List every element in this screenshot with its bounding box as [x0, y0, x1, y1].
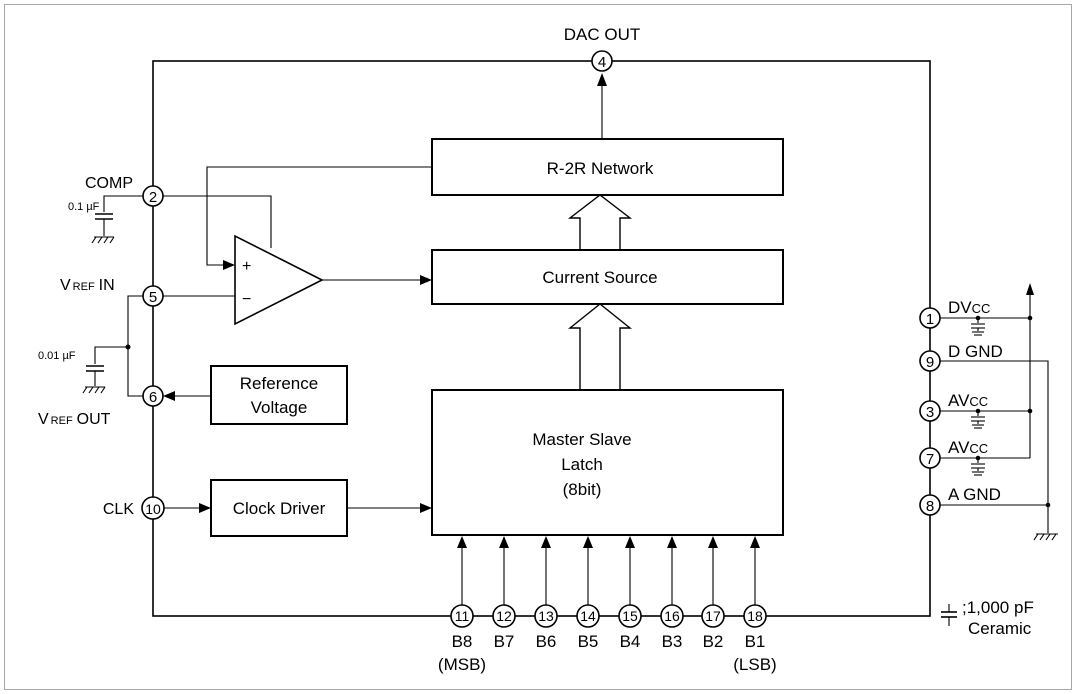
dac-out-arrow — [597, 73, 607, 86]
current-source-label: Current Source — [542, 268, 657, 287]
clkdrv-arrow — [420, 503, 432, 513]
pin13-label: B6 — [536, 632, 557, 651]
pin8-label: A GND — [948, 485, 1001, 504]
vref-cap-lead — [94, 346, 128, 364]
feedback-line — [206, 166, 432, 266]
pin7-number: 7 — [926, 451, 934, 468]
pin9-number: 9 — [926, 354, 934, 371]
pin1-label: DVCC — [948, 298, 990, 317]
pin17-number: 17 — [705, 608, 721, 624]
pin4-number: 4 — [598, 54, 606, 71]
vcc-rail-arrow — [1026, 283, 1034, 295]
r2r-network-block — [431, 138, 784, 196]
vref-cap-ground-icon — [82, 386, 106, 394]
decoupling-cap-pin3 — [971, 408, 985, 429]
data-pin-arrow-b7 — [499, 536, 509, 548]
data-pin-arrow-b1 — [750, 536, 760, 548]
pin16 — [660, 604, 684, 628]
pin13 — [534, 604, 558, 628]
pin12 — [492, 604, 516, 628]
pin11-number: 11 — [455, 608, 470, 624]
pin15-number: 15 — [622, 608, 638, 624]
figure-frame — [4, 4, 1072, 690]
msb-label: (MSB) — [438, 655, 486, 674]
latch-label-line2: Latch — [561, 455, 603, 474]
opamp — [234, 234, 324, 326]
pin16-label: B3 — [662, 632, 683, 651]
data-pin-arrow-b4 — [625, 536, 635, 548]
latch-label-line3: (8bit) — [563, 480, 602, 499]
opamp-minus: − — [242, 291, 251, 308]
pin9-label: D GND — [948, 342, 1003, 361]
pin5-number: 5 — [149, 289, 157, 306]
pin10-number: 10 — [145, 501, 161, 517]
feedback-arrow — [223, 260, 235, 270]
decoupling-cap-pin1 — [971, 315, 985, 336]
pin15-label: B4 — [620, 632, 641, 651]
bus-arrow-to-current-source — [568, 303, 632, 391]
comp-cap-ground-icon — [91, 236, 115, 244]
clock-driver-label: Clock Driver — [233, 499, 326, 518]
data-pin-arrow-b2 — [708, 536, 718, 548]
pin4-label: DAC OUT — [564, 25, 641, 44]
pin14-number: 14 — [580, 608, 596, 624]
comp-cap-lead — [103, 195, 143, 212]
pin18-label: B1 — [745, 632, 766, 651]
decoupling-cap-pin7 — [971, 455, 985, 476]
arrow-to-current-source — [420, 275, 432, 285]
latch-label-line1: Master Slave — [532, 430, 631, 449]
pin12-label: B7 — [494, 632, 515, 651]
data-pin-arrow-b3 — [667, 536, 677, 548]
reference-voltage-label2: Voltage — [251, 398, 308, 417]
data-pin-arrow-b8 — [457, 536, 467, 548]
opamp-plus: + — [242, 258, 251, 275]
pin18 — [743, 604, 767, 628]
agnd-ground-icon — [1033, 502, 1058, 541]
pin6-number: 6 — [149, 389, 157, 406]
clock-driver-block — [210, 479, 348, 537]
pin3-label: AVCC — [948, 391, 988, 410]
pin11 — [450, 604, 474, 628]
legend-line1: ;1,000 pF — [962, 598, 1034, 617]
pin16-number: 16 — [664, 608, 680, 624]
lsb-label: (LSB) — [733, 655, 776, 674]
data-pin-arrow-b6 — [541, 536, 551, 548]
pin11-label: B8 — [452, 632, 473, 651]
capacitor-legend-icon — [941, 604, 957, 626]
pin2-label: COMP — [85, 175, 133, 192]
comp-line — [163, 195, 272, 248]
refvolt-arrow — [163, 391, 175, 401]
pin2-number: 2 — [149, 189, 157, 206]
bus-arrow-to-r2r — [567, 194, 633, 251]
pin4 — [591, 50, 613, 72]
reference-voltage-label1: Reference — [240, 374, 318, 393]
clk-arrow — [199, 503, 211, 513]
vref-cap-value: 0.01 µF — [38, 350, 76, 362]
master-slave-latch-block — [431, 389, 784, 536]
reference-voltage-block — [210, 365, 348, 425]
pin7-label: AVCC — [948, 438, 988, 457]
pin15 — [618, 604, 642, 628]
data-pin-arrow-b5 — [583, 536, 593, 548]
pin14 — [576, 604, 600, 628]
pin13-number: 13 — [538, 608, 554, 624]
r2r-network-label: R-2R Network — [547, 159, 654, 178]
pin18-number: 18 — [747, 608, 763, 624]
pin17-label: B2 — [703, 632, 724, 651]
pin12-number: 12 — [496, 608, 512, 624]
pin10-label: CLK — [103, 501, 134, 518]
power-pins: 1 DVCC 9 D GND 3 AVCC 7 AVCC 8 A GND — [919, 283, 1058, 541]
pin17 — [701, 604, 725, 628]
pin8-number: 8 — [926, 498, 934, 515]
pin1-number: 1 — [926, 311, 934, 328]
pin14-label: B5 — [578, 632, 599, 651]
current-source-block — [431, 249, 784, 305]
comp-cap-value: 0.1 µF — [68, 201, 100, 213]
pin3-number: 3 — [926, 404, 934, 421]
legend-line2: Ceramic — [968, 619, 1032, 638]
